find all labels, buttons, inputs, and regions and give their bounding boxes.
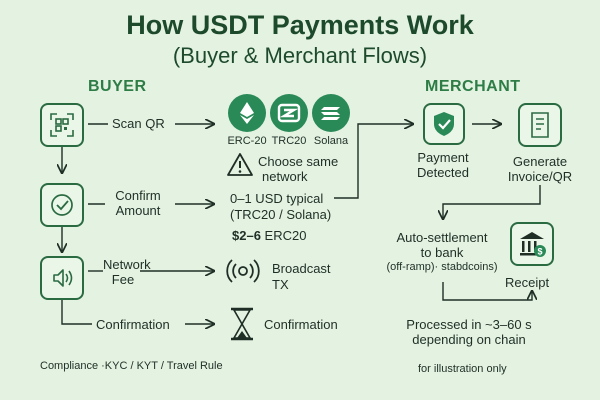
- processed-note: Processed in ~3–60 s depending on chain: [386, 317, 552, 347]
- processed-line2: depending on chain: [412, 332, 526, 347]
- hourglass-icon: [231, 307, 253, 341]
- receipt-label: Receipt: [505, 275, 550, 290]
- solana-icon: [321, 107, 340, 120]
- choose-network-warning: Choose same network: [258, 154, 338, 184]
- invoice-step: [518, 103, 562, 147]
- illustration-note: for illustration only: [418, 363, 507, 375]
- compliance-note: Compliance ·KYC / KYT / Travel Rule: [40, 360, 223, 372]
- settle-line3: (off-ramp)· stabdcoins): [386, 261, 498, 273]
- invoice-line1: Generate: [512, 154, 568, 169]
- payment-detected-label: Payment Detected: [405, 150, 481, 180]
- payment-detected-step: [423, 103, 465, 145]
- auto-settlement-label: Auto-settlement to bank (off-ramp)· stab…: [373, 230, 511, 275]
- checkmark-icon: [51, 194, 73, 216]
- broadcast-label: Broadcast TX: [272, 261, 331, 293]
- receipt-step: $: [510, 222, 554, 266]
- broadcast-line2: TX: [272, 277, 289, 292]
- diagram-title: How USDT Payments Work: [126, 10, 474, 40]
- warning-line1: Choose same: [258, 154, 339, 169]
- network-fee-line2: Fee: [111, 272, 135, 287]
- qr-code-icon: [50, 113, 74, 137]
- tron-icon: [277, 103, 301, 123]
- speaker-icon: [53, 269, 73, 287]
- ethereum-icon: [240, 102, 254, 124]
- erc20-label: ERC-20: [227, 135, 267, 147]
- merchant-heading: MERCHANT: [425, 78, 521, 95]
- settle-line2: to bank: [420, 245, 464, 260]
- arrow-to-receipt: [442, 282, 532, 301]
- elbow-to-confirmation: [61, 298, 92, 325]
- buyer-heading: BUYER: [88, 78, 147, 95]
- trc20-token: [270, 94, 308, 132]
- network-fee-step: [40, 256, 84, 300]
- fee-line1: 0–1 USD typical: [230, 191, 324, 206]
- scan-qr-label: Scan QR: [112, 116, 165, 131]
- broadcast-icon: [226, 259, 260, 283]
- invoice-label: Generate Invoice/QR: [492, 154, 588, 184]
- network-fee-line1: Network: [103, 257, 151, 272]
- confirmation-label: Confirmation: [264, 317, 338, 332]
- trc20-label: TRC20: [271, 135, 307, 147]
- settle-line1: Auto-settlement: [396, 230, 488, 245]
- invoice-icon: [531, 112, 549, 138]
- confirm-amount-line1: Confirm: [115, 188, 161, 203]
- svg-text:$: $: [537, 247, 542, 257]
- processed-line1: Processed in ~3–60 s: [406, 317, 532, 332]
- confirm-amount-line2: Amount: [115, 203, 161, 218]
- solana-token: [312, 94, 350, 132]
- bank-icon: $: [520, 232, 546, 257]
- diagram-subtitle: (Buyer & Merchant Flows): [172, 43, 428, 68]
- fee-line2: (TRC20 / Solana): [230, 207, 332, 222]
- arrow-to-payment-detected: [334, 124, 412, 199]
- network-fee-label: Network Fee: [103, 257, 151, 287]
- solana-label: Solana: [313, 135, 349, 147]
- buyer-confirmation-label: Confirmation: [96, 317, 170, 332]
- broadcast-line1: Broadcast: [272, 261, 331, 276]
- erc20-fee-amount: $2–6: [232, 228, 261, 243]
- payment-line2: Detected: [416, 165, 470, 180]
- erc20-fee-label: ERC20: [264, 228, 307, 243]
- erc20-fee: $2–6 ERC20: [232, 228, 306, 243]
- arrow-to-settlement: [443, 185, 541, 218]
- invoice-line2: Invoice/QR: [507, 169, 573, 184]
- warning-line2: network: [262, 169, 308, 184]
- confirm-amount-label: Confirm Amount: [108, 188, 168, 218]
- scan-qr-step: [40, 103, 84, 147]
- warning-icon: [227, 153, 253, 176]
- confirm-amount-step: [40, 183, 84, 227]
- fee-info: 0–1 USD typical (TRC20 / Solana): [230, 191, 331, 223]
- erc20-token: [228, 94, 266, 132]
- payment-line1: Payment: [417, 150, 469, 165]
- shield-check-icon: [434, 112, 454, 136]
